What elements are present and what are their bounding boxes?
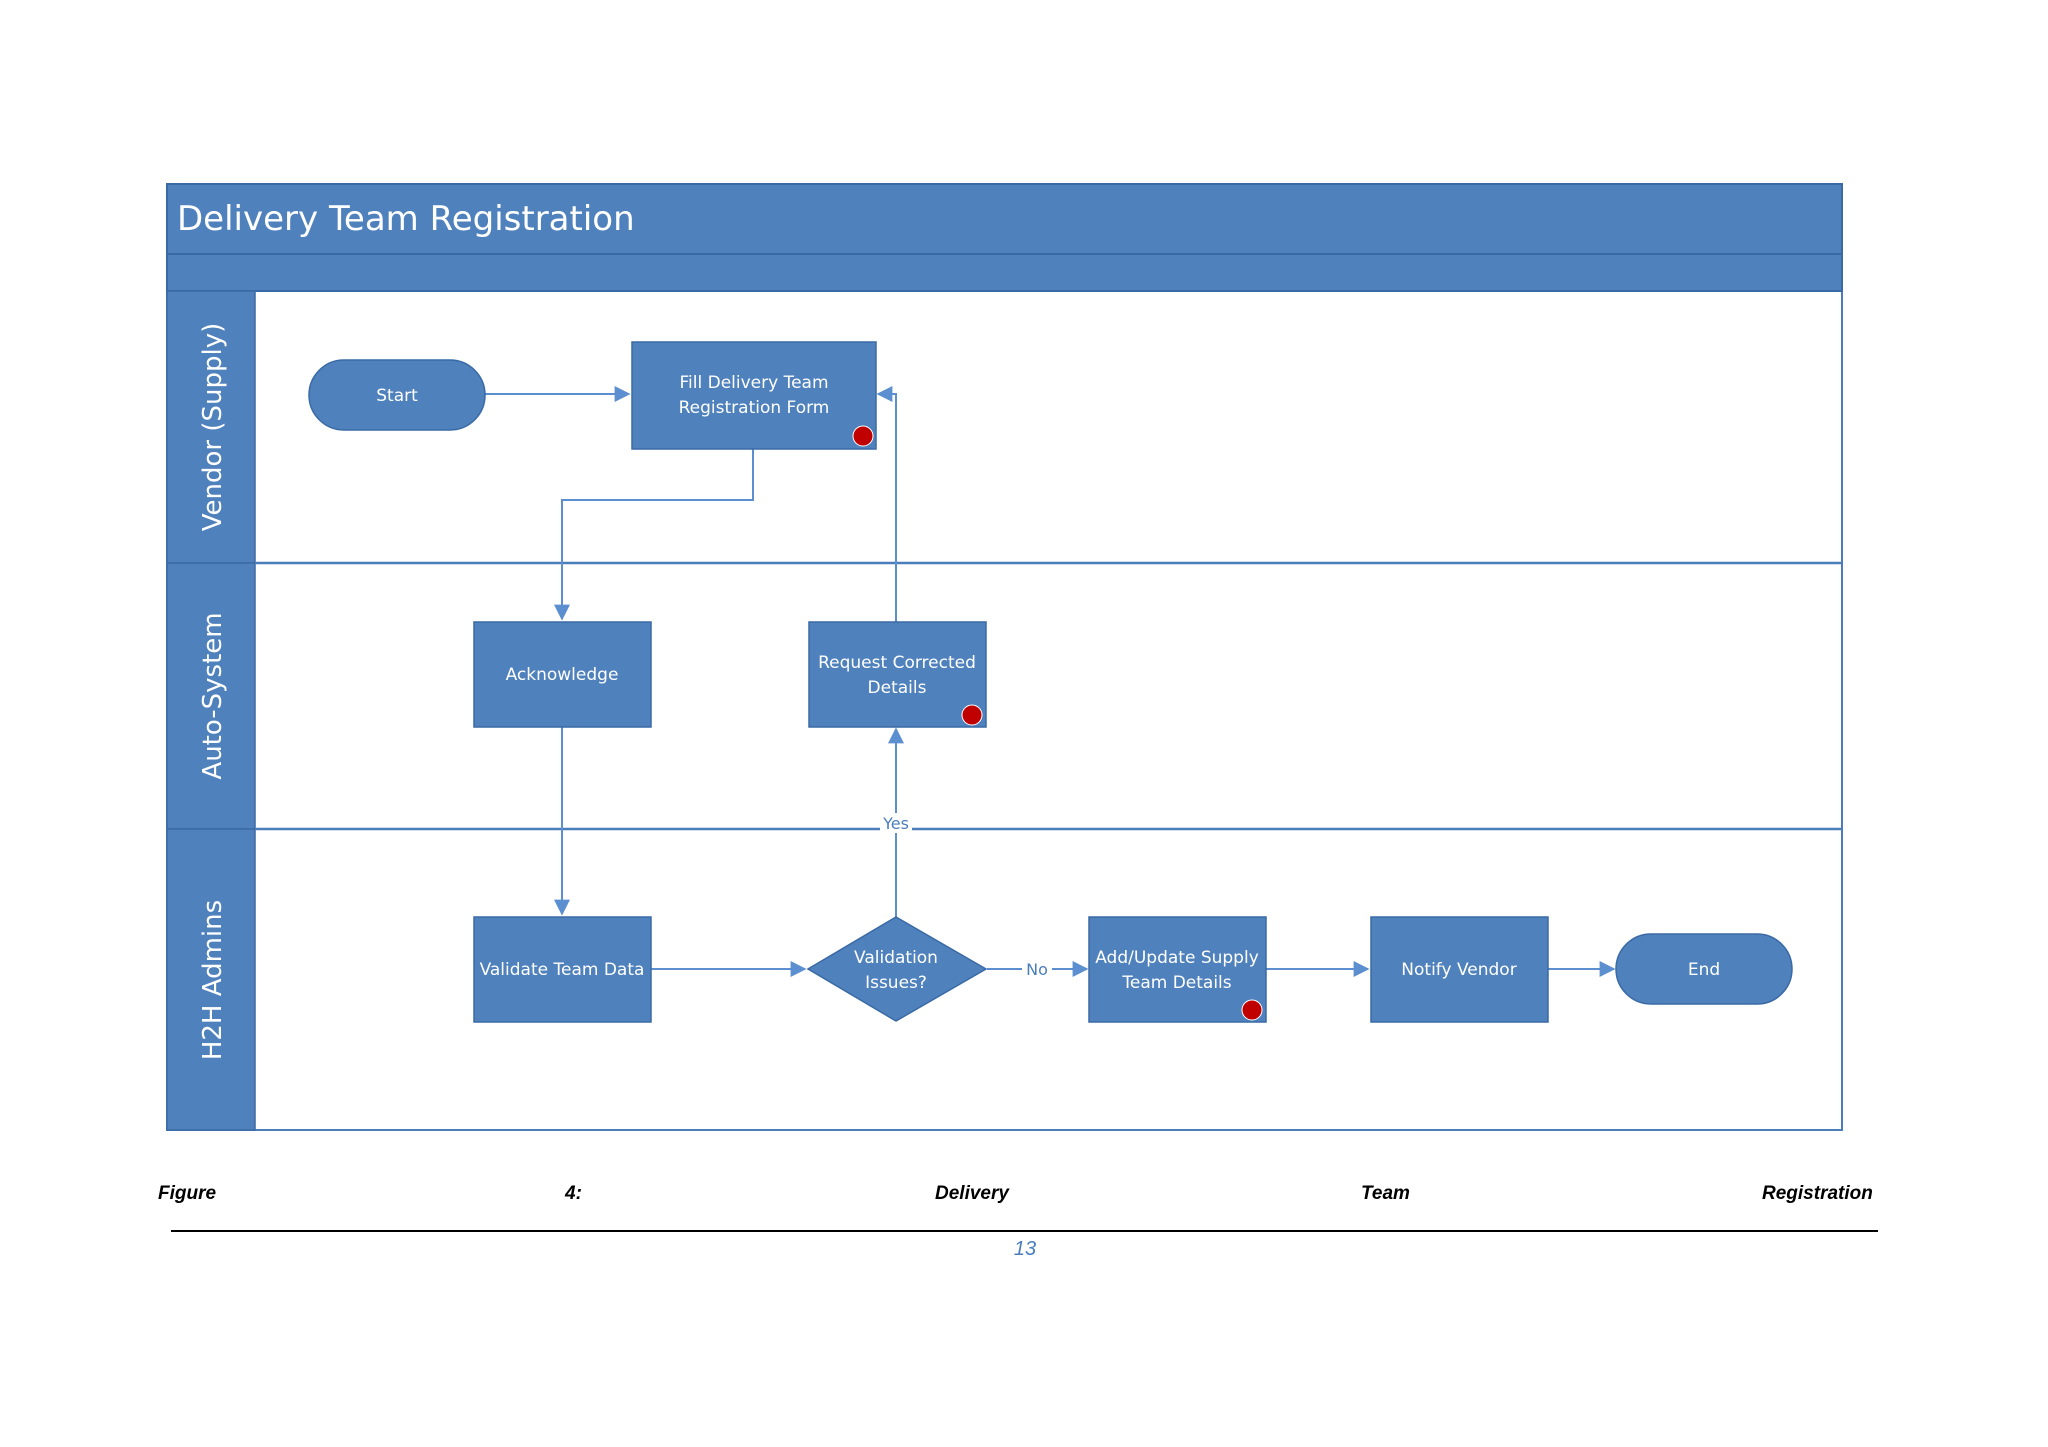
- terminator-shape: [308, 359, 486, 431]
- edge-label-yes-bg: [880, 813, 912, 833]
- caption-word-figure: Figure: [158, 1183, 217, 1204]
- process-shape: [1370, 916, 1549, 1023]
- edge-request-corrected-to-fill-form: [876, 386, 897, 622]
- node-label-start: Start: [376, 386, 418, 406]
- edge-label-no-bg: [1022, 959, 1052, 979]
- flow-node-request-corrected: Request Corrected Details: [808, 621, 987, 728]
- terminator-shape: [1615, 933, 1793, 1005]
- title-sub-band: [166, 253, 1843, 292]
- caption-word-registration: Registration: [1762, 1183, 1873, 1204]
- caption-word-delivery: Delivery: [935, 1183, 1009, 1204]
- node-label-acknowledge: Acknowledge: [506, 665, 619, 685]
- lane-header-h2h-admins: [166, 828, 256, 1131]
- flow-node-notify-vendor: Notify Vendor: [1370, 916, 1549, 1023]
- title-bar: [166, 183, 1843, 255]
- lane-label-h2h-admins: H2H Admins: [198, 900, 228, 1060]
- edge-label-no: No: [1026, 960, 1048, 979]
- process-shape: [473, 621, 652, 728]
- lane-header-vendor: [166, 290, 256, 564]
- red-dot-icon: [852, 425, 874, 447]
- caption-word-team: Team: [1361, 1183, 1410, 1204]
- decision-shape: [806, 916, 988, 1022]
- red-dot-icon: [961, 704, 983, 726]
- lane-label-auto-system: Auto-System: [198, 612, 228, 779]
- process-shape: [631, 341, 877, 450]
- node-label-add-update-line1: Add/Update Supply: [1095, 948, 1259, 968]
- node-label-request-corrected-line2: Details: [868, 678, 927, 698]
- flow-node-start: Start: [308, 359, 486, 431]
- edge-label-yes: Yes: [882, 814, 909, 833]
- node-label-validation-issues-line2: Issues?: [865, 973, 927, 993]
- flow-node-add-update: Add/Update Supply Team Details: [1088, 916, 1267, 1023]
- footer-rule: [171, 1230, 1878, 1232]
- node-label-notify-vendor: Notify Vendor: [1401, 960, 1516, 980]
- lane-label-vendor: Vendor (Supply): [198, 323, 228, 532]
- diagram-title: Delivery Team Registration: [177, 199, 635, 239]
- process-shape: [808, 621, 987, 728]
- lane-header-auto-system: [166, 562, 256, 830]
- node-label-end: End: [1688, 960, 1720, 980]
- process-shape: [473, 916, 652, 1023]
- node-label-request-corrected-line1: Request Corrected: [818, 653, 976, 673]
- caption-word-number: 4:: [565, 1183, 582, 1204]
- edge-fill-form-to-acknowledge: [554, 449, 754, 621]
- page-number: 13: [1013, 1238, 1037, 1260]
- flow-node-acknowledge: Acknowledge: [473, 621, 652, 728]
- node-label-validate: Validate Team Data: [480, 960, 645, 980]
- process-shape: [1088, 916, 1267, 1023]
- connectors: [485, 386, 1616, 977]
- node-label-validation-issues-line1: Validation: [854, 948, 938, 968]
- node-label-fill-form-line2: Registration Form: [679, 398, 830, 418]
- red-dot-icon: [1241, 999, 1263, 1021]
- flow-node-validate: Validate Team Data: [473, 916, 652, 1023]
- flow-node-fill-form: Fill Delivery Team Registration Form: [631, 341, 877, 450]
- node-label-fill-form-line1: Fill Delivery Team: [679, 373, 828, 393]
- diagram-frame: [166, 183, 1843, 1131]
- flow-node-end: End: [1615, 933, 1793, 1005]
- node-label-add-update-line2: Team Details: [1121, 973, 1231, 993]
- cross-functional-flowchart: Delivery Team Registration Vendor (Suppl…: [166, 183, 1843, 1131]
- flow-node-validation-issues: Validation Issues?: [806, 916, 988, 1022]
